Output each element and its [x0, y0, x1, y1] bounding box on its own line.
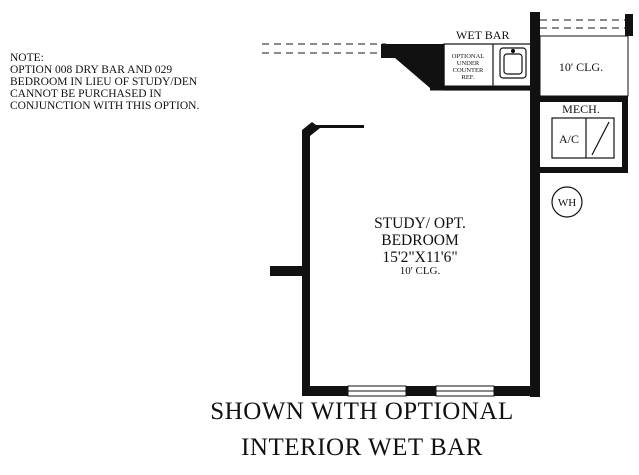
- dashed-upper-right: [540, 19, 625, 29]
- svg-text:UNDER: UNDER: [457, 60, 480, 67]
- study-windows: [347, 385, 495, 397]
- wh-label: WH: [558, 197, 576, 209]
- mech-label: MECH.: [562, 102, 600, 116]
- svg-text:COUNTER: COUNTER: [453, 67, 484, 74]
- option-note: NOTE: OPTION 008 DRY BAR AND 029 BEDROOM…: [10, 52, 200, 112]
- right-walls: [530, 12, 633, 397]
- caption-line-2: INTERIOR WET BAR: [241, 434, 483, 461]
- optional-fridge-label: OPTIONAL UNDER COUNTER REF.: [452, 53, 485, 81]
- wet-bar-label: WET BAR: [456, 28, 509, 42]
- wet-bar-wedge: [381, 50, 395, 58]
- dashed-wall-lines: [262, 43, 386, 54]
- study-label: STUDY/ OPT. BEDROOM 15'2"X11'6" 10' CLG.: [374, 215, 466, 277]
- study-ceiling: 10' CLG.: [400, 265, 441, 277]
- sink-icon: [499, 47, 527, 79]
- upper-ceiling-label: 10' CLG.: [559, 60, 603, 74]
- study-subname: BEDROOM: [381, 232, 459, 249]
- upper-closet-outline: [539, 35, 629, 97]
- wet-bar-counter-wall: [381, 44, 444, 88]
- study-walls: [270, 122, 538, 396]
- water-heater-icon: [551, 186, 583, 218]
- ac-label: A/C: [559, 132, 579, 146]
- caption-line-1: SHOWN WITH OPTIONAL: [210, 398, 514, 425]
- svg-text:REF.: REF.: [461, 74, 474, 81]
- ac-unit-icon: [551, 117, 615, 159]
- study-dimensions: 15'2"X11'6": [382, 249, 457, 266]
- study-name: STUDY/ OPT.: [374, 215, 466, 232]
- svg-text:OPTIONAL: OPTIONAL: [452, 53, 485, 60]
